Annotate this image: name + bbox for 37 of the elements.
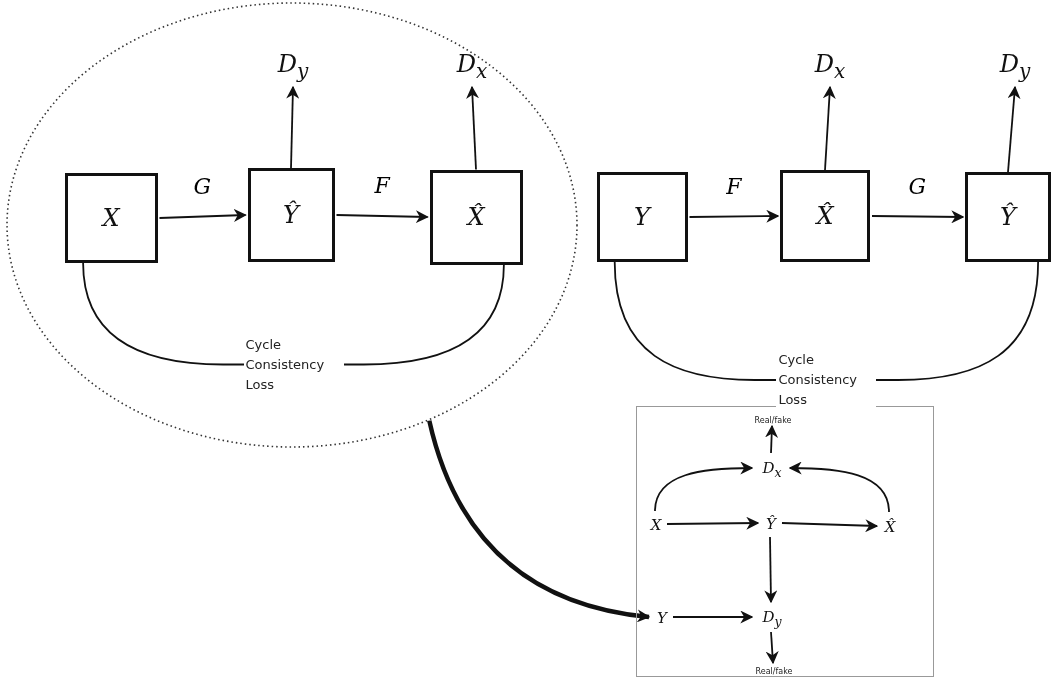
discriminator-label: D$_{x}$ [450,45,494,87]
arrow [286,85,300,169]
variable-label: X̂ [880,513,900,541]
arrow [822,85,836,171]
inset-panel [636,405,934,677]
arrow [765,424,779,454]
variable-box: Ŷ [247,168,335,262]
arrow [688,209,780,223]
arrow [427,420,651,622]
arrow [335,210,429,224]
arrow [765,631,779,665]
variable-label: Y [652,605,672,631]
variable-label: X [646,512,666,538]
discriminator-label: D$_{y}$ [271,45,315,87]
output-label: Real/fake [750,413,796,427]
arrow [666,516,760,530]
arrow [781,519,879,533]
variable-box: X [64,173,158,263]
variable-label: Ŷ [761,510,781,538]
dotted-circle-outline [6,2,578,448]
arrow [654,461,754,512]
variable-box: X̂ [429,169,523,265]
variable-label: D$_{y}$ [755,603,789,633]
discriminator-label: D$_{y}$ [993,45,1037,87]
discriminator-label: D$_{x}$ [808,45,852,87]
arrow [764,536,778,604]
output-label: Real/fake [751,664,797,678]
variable-label: D$_{x}$ [755,454,789,484]
variable-box: X̂ [780,170,870,262]
variable-box: Ŷ [965,172,1051,262]
arrow [788,461,890,513]
arrow [466,85,480,171]
arrow [1007,85,1021,173]
arrow [158,208,247,222]
variable-box: Y [596,172,688,262]
arrow [672,610,754,624]
arrow [871,210,965,224]
